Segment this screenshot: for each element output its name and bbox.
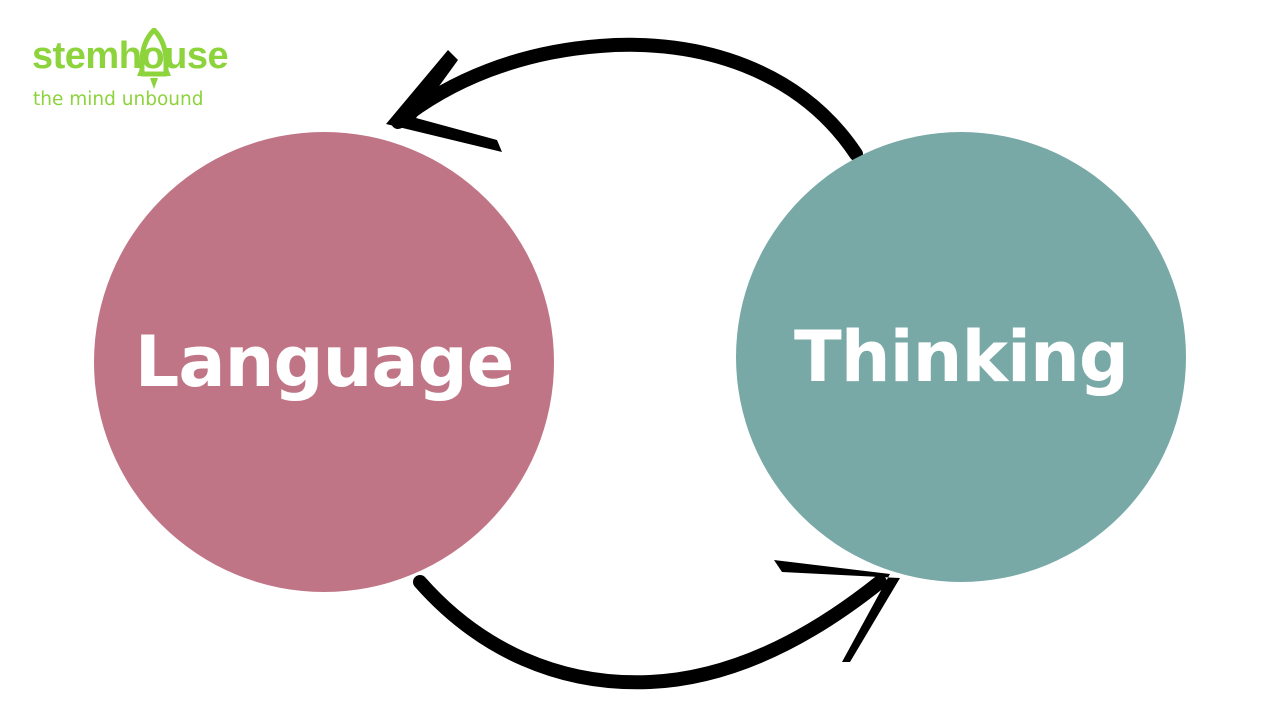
rocket-icon — [137, 28, 171, 89]
thinking-circle: Thinking — [736, 132, 1186, 582]
logo-tagline: the mind unbound — [33, 89, 204, 110]
language-circle: Language — [94, 132, 554, 592]
arrow-thinking-to-language — [386, 37, 863, 161]
logo-wordmark: stemhouse — [32, 35, 229, 77]
thinking-label: Thinking — [794, 316, 1129, 398]
arrow-language-to-thinking — [413, 560, 900, 690]
language-label: Language — [134, 321, 514, 403]
stemhouse-logo: stemhouse the mind unbound — [32, 28, 252, 118]
